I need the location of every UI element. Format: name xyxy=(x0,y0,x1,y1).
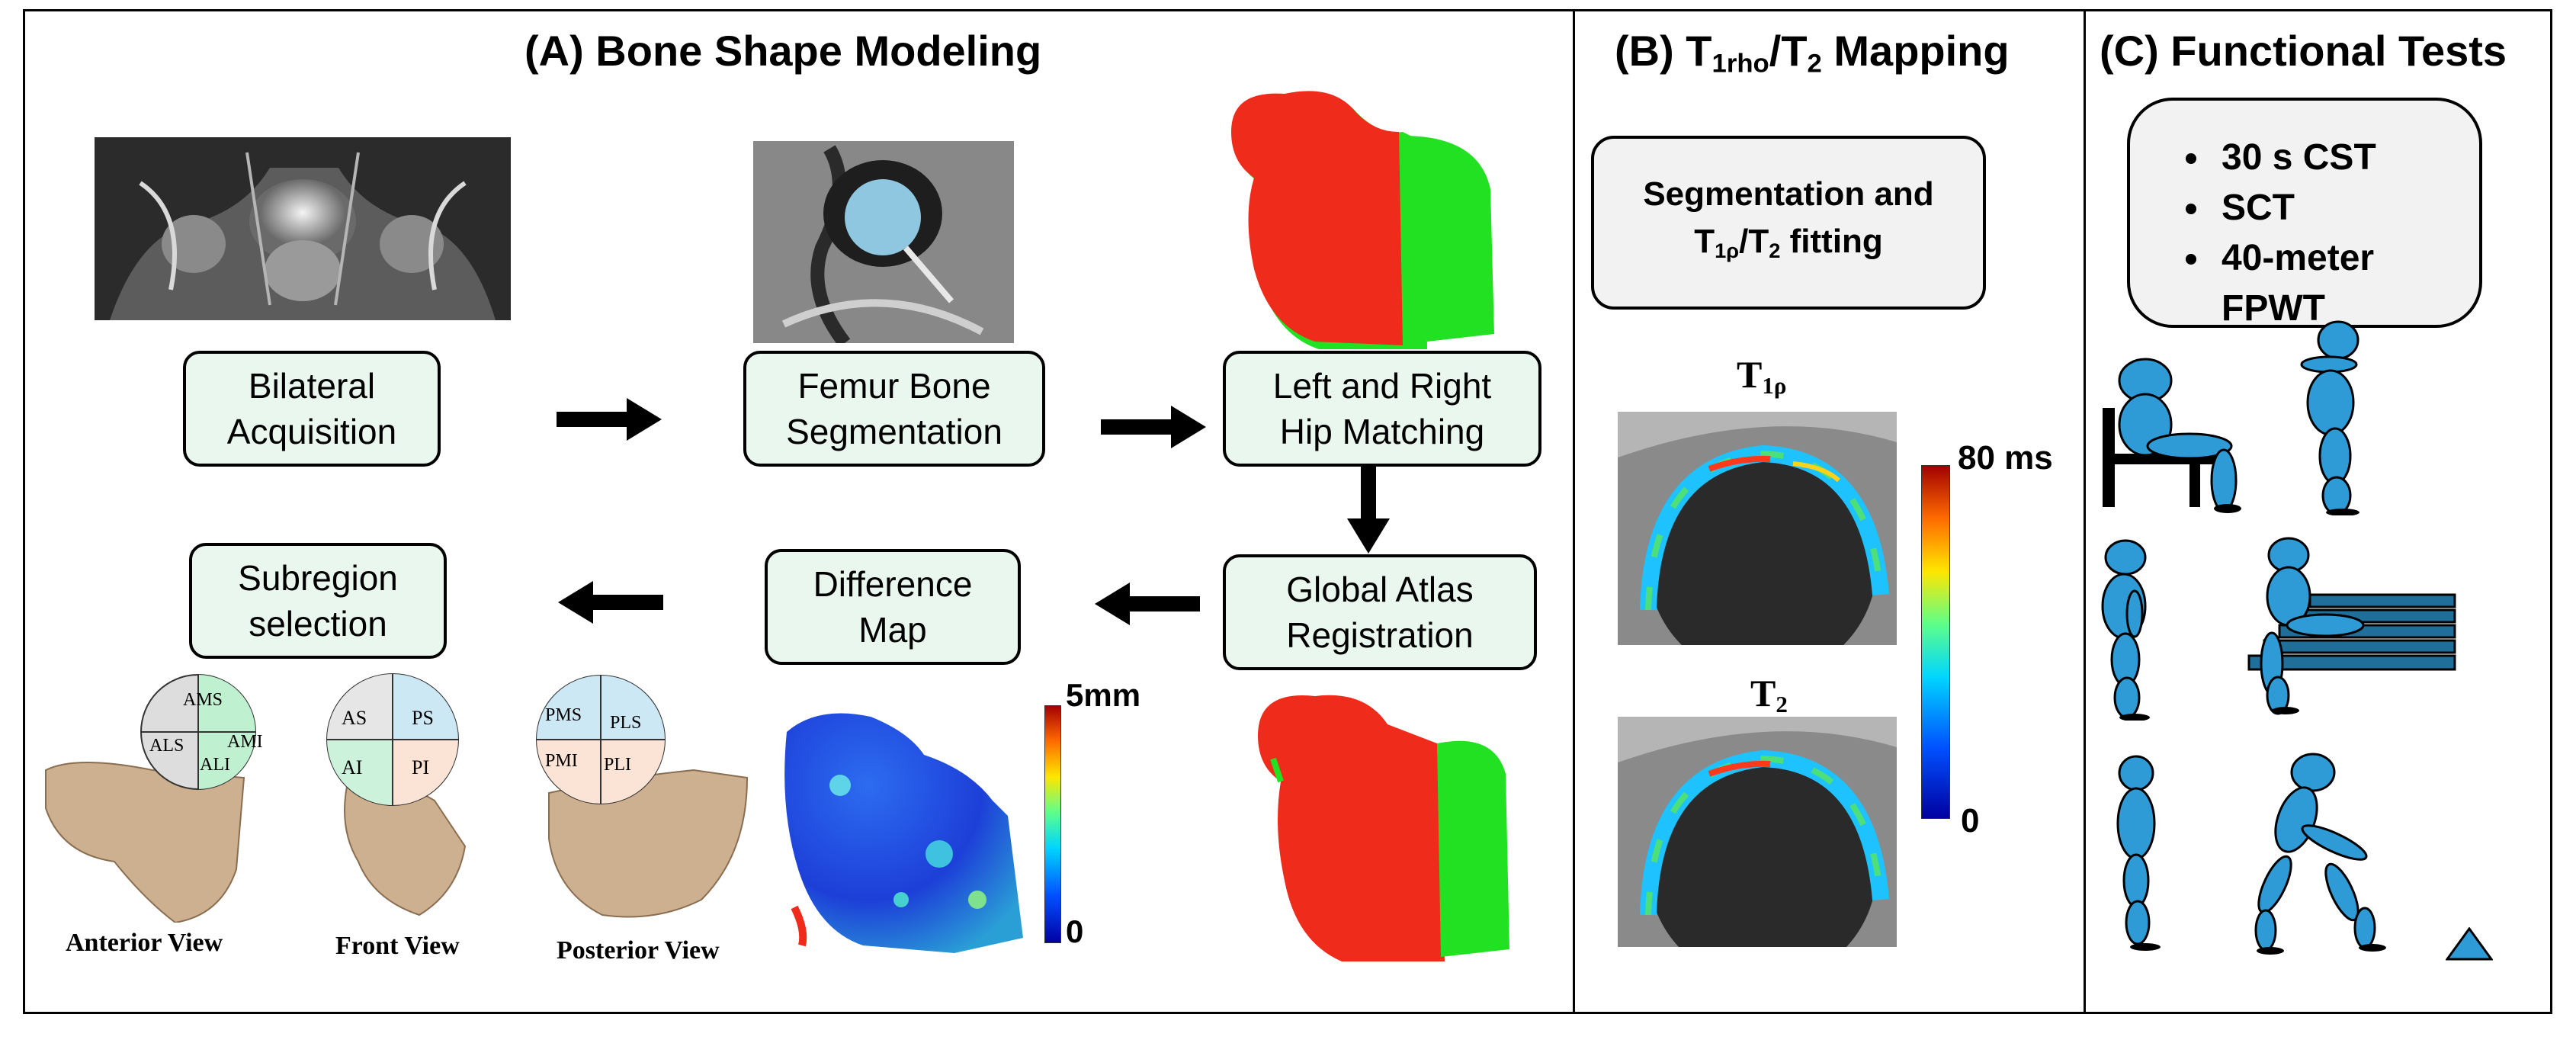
region-as: AS xyxy=(342,707,367,729)
difference-map-image xyxy=(784,713,1023,953)
cone-marker-icon xyxy=(2446,927,2493,961)
panel-a-title: (A) Bone Shape Modeling xyxy=(525,27,1042,75)
segmentation-fitting-box: Segmentation and T1ρ/T2 fitting xyxy=(1591,136,1986,310)
femur-segmentation-image xyxy=(753,141,1014,343)
difference-colorbar xyxy=(1044,705,1061,943)
region-ami: AMI xyxy=(227,732,263,752)
functional-tests-box: 30 s CST SCT 40-meter FPWT xyxy=(2127,98,2482,329)
posterior-view-label: Posterior View xyxy=(557,936,720,965)
region-pls: PLS xyxy=(610,713,641,733)
standing-figure-side-icon xyxy=(2101,539,2150,721)
panel-c-title: (C) Functional Tests xyxy=(2100,27,2507,75)
region-pms: PMS xyxy=(545,705,582,725)
t1rho-label: T1ρ xyxy=(1737,353,1787,399)
seated-figure-icon xyxy=(2103,358,2241,513)
divider-a-b xyxy=(1573,9,1575,1014)
t1rho-map-image xyxy=(1618,412,1897,645)
stair-climb-figure-icon xyxy=(2247,537,2456,715)
atlas-registration-femur xyxy=(1258,695,1509,961)
figure-frame xyxy=(23,9,2552,1014)
region-pi: PI xyxy=(412,756,429,778)
arrow-down xyxy=(1347,467,1390,554)
anterior-view-femur: AMS ALS AMI ALI xyxy=(45,674,263,923)
arrow-left-1 xyxy=(1095,583,1200,625)
anterior-view-label: Anterior View xyxy=(66,929,223,957)
region-pmi: PMI xyxy=(545,751,578,771)
walking-figure-icon xyxy=(2254,753,2386,955)
t-map-scale-min: 0 xyxy=(1961,802,1980,839)
region-ams: AMS xyxy=(183,690,223,710)
panel-b-title: (B) T1rho/T2 Mapping xyxy=(1615,27,2010,79)
region-ps: PS xyxy=(412,707,434,729)
arrow-right-2 xyxy=(1101,406,1206,448)
test-item-cst: 30 s CST xyxy=(2212,133,2479,183)
test-item-fpwt: 40-meter FPWT xyxy=(2212,233,2479,334)
t-map-colorbar xyxy=(1921,465,1950,819)
test-item-sct: SCT xyxy=(2212,183,2479,233)
front-view-femur: AS PS AI PI xyxy=(326,673,467,916)
posterior-view-femur: PMS PLS PMI PLI xyxy=(536,675,749,918)
region-ali: ALI xyxy=(200,755,230,775)
region-ai: AI xyxy=(342,756,362,778)
divider-b-c xyxy=(2084,9,2086,1014)
arrow-left-2 xyxy=(558,581,663,624)
arrow-right-1 xyxy=(557,398,662,441)
hip-matching-femur xyxy=(1231,91,1494,349)
coronal-mri-image xyxy=(95,137,511,320)
t2-map-image xyxy=(1618,717,1897,947)
walk-start-figure-icon xyxy=(2116,755,2161,951)
region-pli: PLI xyxy=(604,755,631,775)
t-map-scale-max: 80 ms xyxy=(1958,439,2053,477)
t2-label: T2 xyxy=(1750,672,1788,717)
difference-scale-max: 5mm xyxy=(1066,677,1141,713)
standing-figure-icon xyxy=(2300,320,2359,515)
front-view-label: Front View xyxy=(335,932,460,960)
region-als: ALS xyxy=(149,736,184,756)
difference-scale-min: 0 xyxy=(1066,913,1084,949)
